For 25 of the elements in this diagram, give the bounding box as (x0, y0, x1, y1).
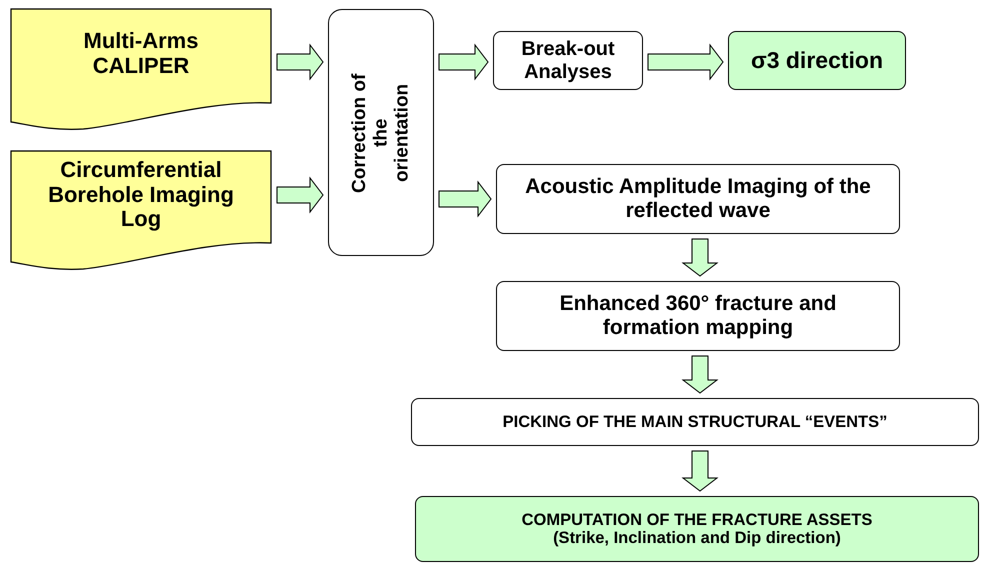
node-label: Break-out Analyses (520, 38, 616, 83)
node-label: Multi-Arms CALIPER (82, 29, 200, 79)
node-label: Acoustic Amplitude Imaging of the reflected wave (524, 175, 872, 223)
process-box (496, 281, 900, 351)
block-arrow (438, 180, 492, 218)
process-box (493, 31, 643, 90)
node-label: σ3 direction (750, 48, 884, 74)
node-label: COMPUTATION OF THE FRACTURE ASSETS (522, 510, 872, 529)
block-arrow (276, 44, 324, 80)
result-box (415, 496, 979, 562)
node-label: Correction of the orientation (349, 72, 413, 194)
process-box (411, 398, 979, 446)
block-arrow (276, 176, 324, 214)
process-box (496, 164, 900, 234)
node-label: Enhanced 360° fracture and formation mapping (558, 292, 838, 340)
node-label: Circumferential Borehole Imaging Log (47, 158, 235, 232)
result-box (728, 31, 906, 90)
block-arrow (682, 450, 718, 492)
block-arrow (648, 44, 724, 80)
block-arrow (682, 238, 718, 277)
process-box (328, 9, 434, 256)
block-arrow (682, 356, 718, 394)
node-label: PICKING OF THE MAIN STRUCTURAL “EVENTS” (502, 412, 888, 432)
node-label: (Strike, Inclination and Dip direction) (553, 529, 841, 548)
block-arrow (438, 44, 489, 80)
